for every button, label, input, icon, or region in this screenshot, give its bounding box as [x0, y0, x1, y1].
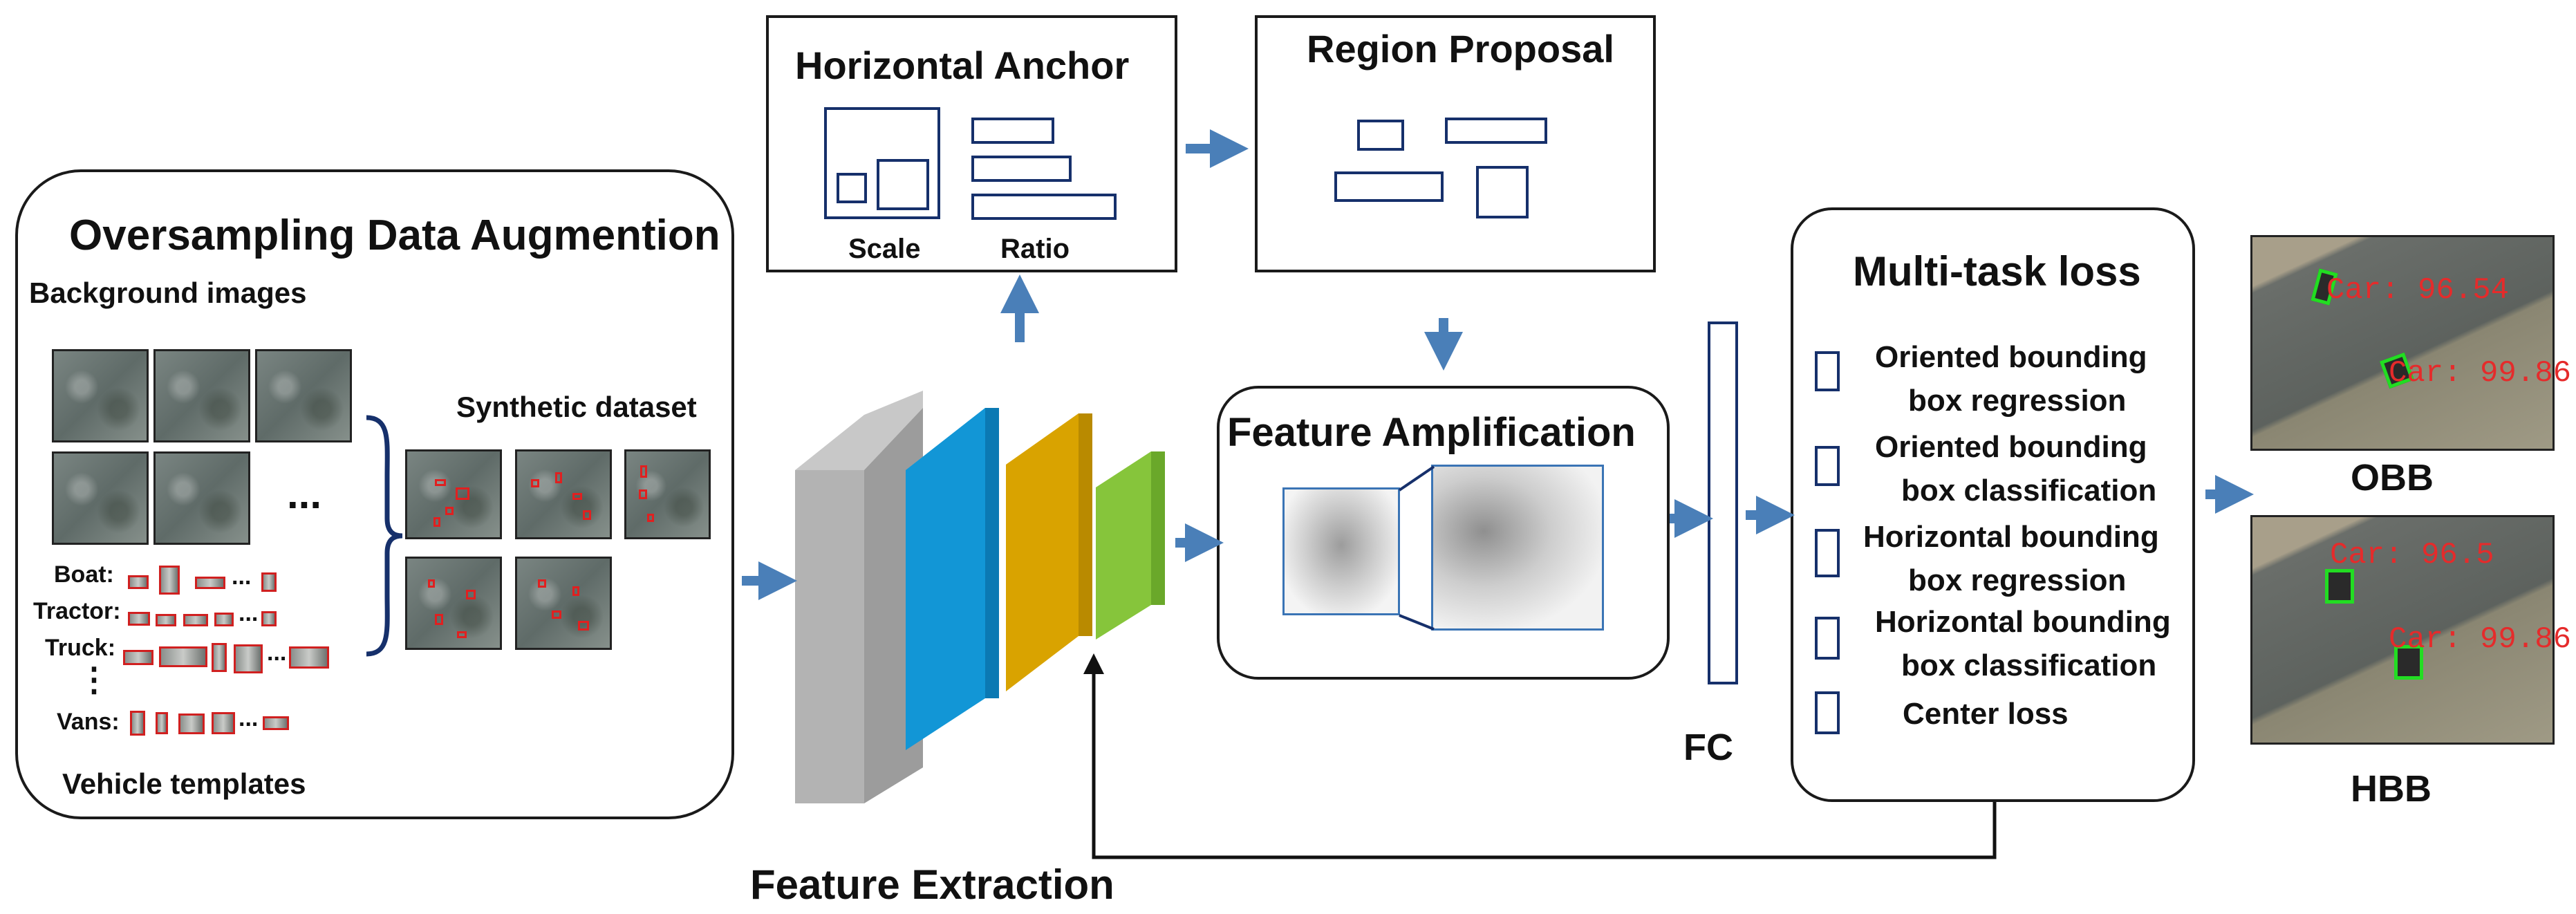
- proposal-box: [1334, 171, 1444, 202]
- proposal-box: [1445, 118, 1547, 144]
- loss-bullet-icon: [1815, 351, 1840, 391]
- ratio-anchor: [971, 118, 1054, 144]
- vehicle-template: [183, 614, 208, 626]
- background-images-label: Background images: [29, 277, 307, 309]
- vehicle-row-ellipsis: ...: [239, 705, 259, 731]
- horizontal-anchor-panel: [766, 15, 1177, 272]
- vehicle-row-label: Truck:: [45, 635, 116, 661]
- amplification-connector: [1398, 465, 1435, 631]
- vehicle-template: [128, 575, 149, 589]
- synthetic-dataset-label: Synthetic dataset: [456, 391, 697, 423]
- loss-item-line1: Horizontal bounding: [1863, 520, 2159, 554]
- vehicle-template: [212, 712, 235, 734]
- ratio-anchor: [971, 156, 1072, 182]
- loss-bullet-icon: [1815, 446, 1840, 486]
- scale-label: Scale: [848, 234, 921, 264]
- background-image: [255, 349, 352, 442]
- ratio-anchor: [971, 194, 1117, 220]
- vehicle-templates-label: Vehicle templates: [62, 767, 306, 800]
- feature-map-amplified: [1431, 465, 1604, 631]
- curly-brace-icon: [366, 415, 403, 657]
- loss-item-line1: Oriented bounding: [1875, 430, 2147, 464]
- fc-label: FC: [1683, 727, 1733, 768]
- augmentation-title: Oversampling Data Augmention: [69, 212, 720, 259]
- background-image: [153, 451, 250, 545]
- vehicle-template: [156, 712, 168, 734]
- synthetic-image: [515, 557, 612, 650]
- vehicle-template: [159, 646, 207, 667]
- scale-anchor-medium: [877, 159, 929, 210]
- vehicle-template: [178, 714, 205, 734]
- background-image: [52, 349, 149, 442]
- hbb-detection-label: Car: 99.86: [2389, 622, 2572, 657]
- feature-amplification-title: Feature Amplification: [1227, 410, 1636, 455]
- vehicle-template: [261, 572, 277, 592]
- background-ellipsis: ...: [287, 471, 322, 517]
- vehicle-row-ellipsis: ...: [267, 640, 287, 666]
- vehicle-template: [212, 643, 227, 672]
- loss-item-line2: box classification: [1901, 649, 2157, 682]
- ratio-label: Ratio: [1000, 234, 1070, 264]
- vehicle-template: [261, 611, 277, 626]
- vehicle-template: [156, 614, 176, 626]
- feature-extraction-layers: [795, 391, 1165, 803]
- loss-item-line1: Horizontal bounding: [1875, 605, 2171, 639]
- scale-anchor-large: [824, 107, 940, 219]
- multi-task-loss-panel: [1791, 207, 2195, 802]
- vehicle-template: [263, 716, 289, 730]
- vehicle-template: [130, 711, 145, 736]
- proposal-box: [1476, 166, 1529, 218]
- multi-task-loss-title: Multi-task loss: [1853, 248, 2141, 295]
- obb-label: OBB: [2351, 457, 2434, 498]
- horizontal-anchor-title: Horizontal Anchor: [795, 44, 1130, 87]
- feature-map-small: [1282, 487, 1400, 615]
- hbb-label: HBB: [2351, 768, 2432, 810]
- vehicle-row-ellipsis: ...: [232, 563, 252, 590]
- background-image: [153, 349, 250, 442]
- feedback-arrow: [1083, 653, 1997, 859]
- vehicle-template: [195, 577, 225, 589]
- vehicle-row-ellipsis: ...: [239, 600, 259, 626]
- vehicle-row-label: Vans:: [57, 709, 120, 735]
- synthetic-image: [515, 449, 612, 539]
- loss-item-line2: box regression: [1908, 384, 2127, 418]
- feature-extraction-label: Feature Extraction: [750, 861, 1114, 908]
- hbb-detection-label: Car: 96.5: [2330, 538, 2494, 572]
- loss-bullet-icon: [1815, 529, 1840, 577]
- obb-detection-label: Car: 96.54: [2326, 273, 2510, 308]
- obb-detection-label: Car: 99.86: [2389, 356, 2572, 391]
- region-proposal-title: Region Proposal: [1307, 27, 1614, 71]
- vehicle-row-label: Boat:: [54, 561, 114, 588]
- vehicle-template: [159, 566, 180, 595]
- region-proposal-panel: [1255, 15, 1656, 272]
- synthetic-image: [405, 449, 502, 539]
- vehicle-template: [289, 646, 329, 669]
- obb-result-image: [2250, 235, 2555, 451]
- hbb-result-image: [2250, 515, 2555, 745]
- loss-item-line2: box classification: [1901, 474, 2157, 507]
- vehicle-row-label: Tractor:: [33, 598, 121, 624]
- scale-anchor-small: [837, 173, 867, 203]
- synthetic-image: [405, 557, 502, 650]
- loss-item-line2: box regression: [1908, 563, 2127, 597]
- vehicle-template: [214, 613, 234, 626]
- synthetic-image: [624, 449, 711, 539]
- loss-item-line1: Center loss: [1903, 697, 2069, 731]
- proposal-box: [1357, 120, 1404, 151]
- loss-bullet-icon: [1815, 691, 1840, 734]
- vehicle-template: [128, 612, 150, 626]
- vertical-ellipsis: ⋮: [77, 662, 111, 698]
- loss-item-line1: Oriented bounding: [1875, 340, 2147, 374]
- background-image: [52, 451, 149, 545]
- loss-bullet-icon: [1815, 617, 1840, 660]
- vehicle-template: [123, 650, 153, 665]
- vehicle-template: [234, 644, 263, 673]
